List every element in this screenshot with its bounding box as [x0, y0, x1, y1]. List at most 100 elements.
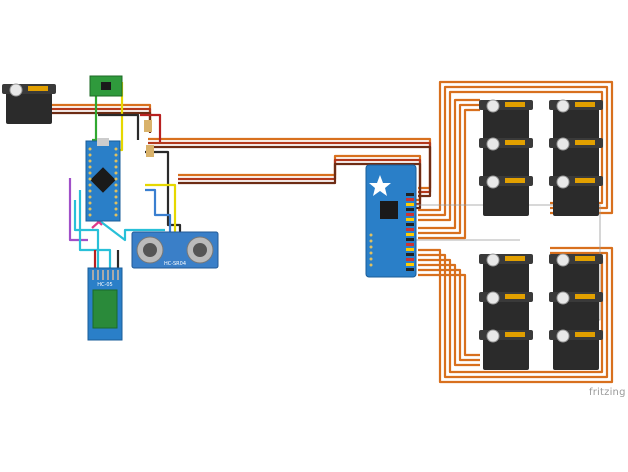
- servo-label-strip: [505, 332, 525, 337]
- bt-pin: [117, 270, 119, 280]
- nano-pin: [114, 201, 118, 205]
- nano-pin: [114, 207, 118, 211]
- pwm-input-pin: [369, 263, 373, 267]
- us-transducer-core: [143, 243, 157, 257]
- servo-body: [483, 182, 529, 216]
- pwm-driver: [365, 164, 417, 278]
- servo-label-strip: [505, 294, 525, 299]
- pwm-header-pin: [406, 248, 414, 251]
- servo-motor: [549, 329, 603, 370]
- pwm-header-pin: [406, 223, 414, 226]
- servo-label-strip: [505, 178, 525, 183]
- bt-label: HC-05: [97, 282, 112, 288]
- servo-label-strip: [575, 140, 595, 145]
- servo-horn: [556, 99, 570, 113]
- pwm-header-pin: [406, 213, 414, 216]
- servo-loop-top: [418, 80, 614, 215]
- servo-label-strip: [505, 256, 525, 261]
- module-chip: [101, 82, 111, 90]
- servo-motor: [479, 329, 533, 370]
- pwm-input-pin: [369, 251, 373, 255]
- us-label: HC-SR04: [164, 261, 186, 267]
- servo-body: [483, 336, 529, 370]
- servo-horn: [486, 99, 500, 113]
- bt-pin: [112, 270, 114, 280]
- servo-body: [553, 182, 599, 216]
- bt-daughter: [92, 289, 118, 329]
- bt-pin: [102, 270, 104, 280]
- wires-layer: [48, 78, 614, 384]
- nano-pin: [114, 183, 118, 187]
- pwm-header-pin: [406, 253, 414, 256]
- servo-loop-bottom: [418, 246, 614, 384]
- sensor-wire: [145, 188, 172, 238]
- servo-horn: [556, 253, 570, 267]
- bluetooth-module: HC-05: [87, 267, 123, 341]
- nano-pin: [114, 153, 118, 157]
- servo-horn: [486, 253, 500, 267]
- servo-label-strip: [575, 178, 595, 183]
- module-wire: [98, 113, 140, 140]
- pwm-control-wire: [148, 145, 432, 198]
- nano-pin: [88, 147, 92, 151]
- servo-body: [553, 260, 599, 294]
- servo-horn: [486, 137, 500, 151]
- module-wire: [140, 113, 162, 142]
- sensor-wire: [145, 150, 182, 238]
- servo-motor-left: [2, 83, 56, 124]
- pwm-bus-wire: [178, 154, 422, 202]
- nano-usb: [97, 138, 109, 146]
- pwm-header-pin: [406, 263, 414, 266]
- sensor-wire: [145, 183, 177, 238]
- pwm-header-pin: [406, 198, 414, 201]
- servo-motor: [549, 137, 603, 178]
- nano-pin: [114, 147, 118, 151]
- servo-motor: [479, 99, 533, 140]
- servo-motor: [479, 175, 533, 216]
- servo-horn: [556, 329, 570, 343]
- servo-label-strip: [575, 256, 595, 261]
- pwm-header-pin: [406, 238, 414, 241]
- sensor-module: [89, 75, 123, 97]
- fritzing-watermark: fritzing: [589, 387, 626, 398]
- nano-pin: [88, 153, 92, 157]
- nano-pin: [88, 177, 92, 181]
- servo-body: [483, 298, 529, 332]
- servo-feed-top: [418, 98, 480, 230]
- servo-horn: [9, 83, 23, 97]
- pwm-bus-wire: [178, 162, 422, 210]
- servo-motor: [549, 253, 603, 294]
- nano-pin: [88, 183, 92, 187]
- resistor: [146, 145, 154, 157]
- servo-body: [483, 260, 529, 294]
- adafruit-star-icon: [369, 175, 391, 196]
- pwm-bus-wire: [178, 158, 422, 206]
- nano-pin: [114, 189, 118, 193]
- servo-horn: [556, 291, 570, 305]
- pwm-board: [365, 164, 417, 278]
- pwm-header-pin: [406, 193, 414, 196]
- servo-body: [553, 144, 599, 178]
- pwm-header-pin: [406, 218, 414, 221]
- nano-pin: [88, 207, 92, 211]
- bt-pin: [92, 270, 94, 280]
- servo-motor: [549, 99, 603, 140]
- nano-pin: [114, 171, 118, 175]
- servo-label-strip: [575, 102, 595, 107]
- servo-body: [553, 298, 599, 332]
- nano-pin: [88, 171, 92, 175]
- servo-label-strip: [28, 86, 48, 91]
- resistor: [144, 120, 152, 132]
- pwm-header-pin: [406, 268, 414, 271]
- pwm-input-pin: [369, 239, 373, 243]
- servo-body: [483, 144, 529, 178]
- servo-feed-bottom: [418, 263, 480, 367]
- pwm-header-pin: [406, 243, 414, 246]
- servo-motor: [479, 253, 533, 294]
- nano-pin: [88, 201, 92, 205]
- nano-pin: [88, 213, 92, 217]
- nano-pin: [114, 165, 118, 169]
- pwm-header-pin: [406, 258, 414, 261]
- servo-body: [483, 106, 529, 140]
